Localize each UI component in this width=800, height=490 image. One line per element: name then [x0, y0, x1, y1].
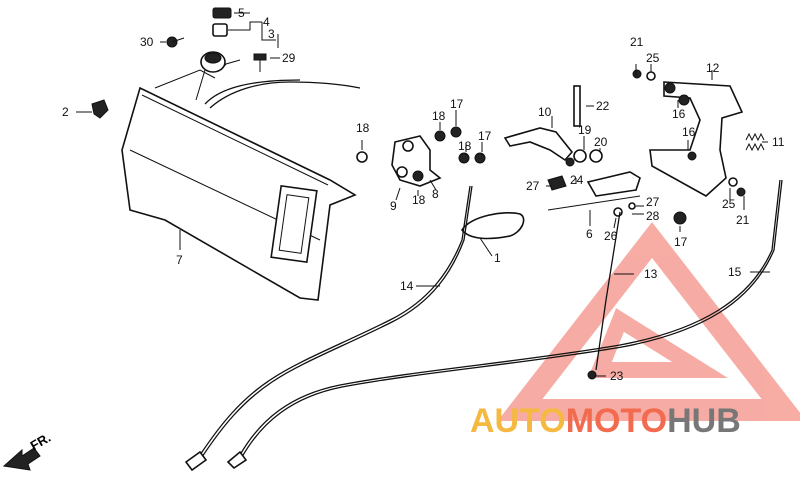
- callout-6: 6: [586, 227, 593, 241]
- callout-9: 9: [390, 199, 397, 213]
- callout-1: 1: [494, 251, 501, 265]
- callout-21b: 21: [736, 213, 750, 227]
- callout-18c: 18: [356, 121, 370, 135]
- callout-25a: 25: [646, 51, 660, 65]
- clips-parts-26-27-28: [613, 202, 636, 217]
- watermark-text: AUTOMOTOHUB: [470, 402, 741, 441]
- fasteners-parts-21-25: [632, 69, 746, 197]
- lever-parts-8-9: [391, 135, 442, 187]
- callout-14: 14: [400, 279, 414, 293]
- callout-18d: 18: [412, 193, 426, 207]
- bolt-part-30: [166, 36, 185, 48]
- callout-29: 29: [282, 51, 296, 65]
- callout-15: 15: [728, 265, 742, 279]
- callout-28: 28: [646, 209, 660, 223]
- bracket-part-12: [649, 81, 744, 197]
- callout-16b: 16: [682, 125, 696, 139]
- callout-17a: 17: [450, 97, 464, 111]
- wire-harness: [209, 81, 361, 109]
- watermark-auto: AUTO: [470, 402, 566, 440]
- rod-part-6: [547, 171, 641, 211]
- callout-20: 20: [594, 135, 608, 149]
- callout-23: 23: [610, 369, 624, 383]
- handle-part-1: [461, 211, 525, 240]
- cable-part-14: [199, 185, 471, 456]
- callout-18b: 18: [458, 139, 472, 153]
- watermark-moto: MOTO: [565, 402, 668, 440]
- callout-10: 10: [538, 105, 552, 119]
- callout-11: 11: [772, 135, 785, 149]
- cable-part-15: [239, 179, 781, 456]
- callout-30: 30: [140, 35, 154, 49]
- leader-lines: [76, 12, 770, 377]
- grommet-part-23: [587, 370, 597, 380]
- callout-25b: 25: [722, 197, 736, 211]
- washer-part-18: [356, 151, 368, 163]
- callout-3: 3: [268, 27, 275, 41]
- rod-part-13: [595, 211, 621, 371]
- callout-27a: 27: [526, 179, 540, 193]
- nut-part-17-right: [673, 211, 687, 225]
- front-direction-arrow: [2, 447, 41, 471]
- spring-part-11: [745, 132, 765, 152]
- callout-18a: 18: [432, 109, 446, 123]
- screw-part-29: [253, 53, 267, 72]
- callout-5: 5: [238, 6, 245, 20]
- callout-17b: 17: [478, 129, 492, 143]
- watermark-logo: [497, 222, 800, 421]
- panel-part-7: [121, 69, 357, 301]
- callout-4: 4: [263, 15, 270, 29]
- clip-part-2: [91, 99, 109, 119]
- callout-2: 2: [62, 105, 69, 119]
- callout-27b: 27: [646, 195, 660, 209]
- callout-26: 26: [604, 229, 618, 243]
- callout-labels: 1 2 3 4 5 6 7 8 9 10 11 12 13 14 15 16 1…: [62, 6, 785, 383]
- pin-part-22: [573, 85, 581, 127]
- callout-13: 13: [644, 267, 658, 281]
- callout-7: 7: [176, 253, 183, 267]
- callout-21a: 21: [630, 35, 644, 49]
- callout-8: 8: [432, 187, 439, 201]
- callout-19: 19: [578, 123, 592, 137]
- callout-22: 22: [596, 99, 610, 113]
- nuts-parts-17-18: [434, 126, 486, 164]
- callout-17c: 17: [674, 235, 688, 249]
- callout-24: 24: [570, 173, 584, 187]
- small-parts-19-20-24: [547, 149, 603, 191]
- callout-16a: 16: [672, 107, 686, 121]
- bracket-part-10: [503, 127, 574, 162]
- callout-12: 12: [706, 61, 720, 75]
- lock-cylinder-parts-4-5: [195, 7, 241, 101]
- watermark-hub: HUB: [667, 402, 741, 440]
